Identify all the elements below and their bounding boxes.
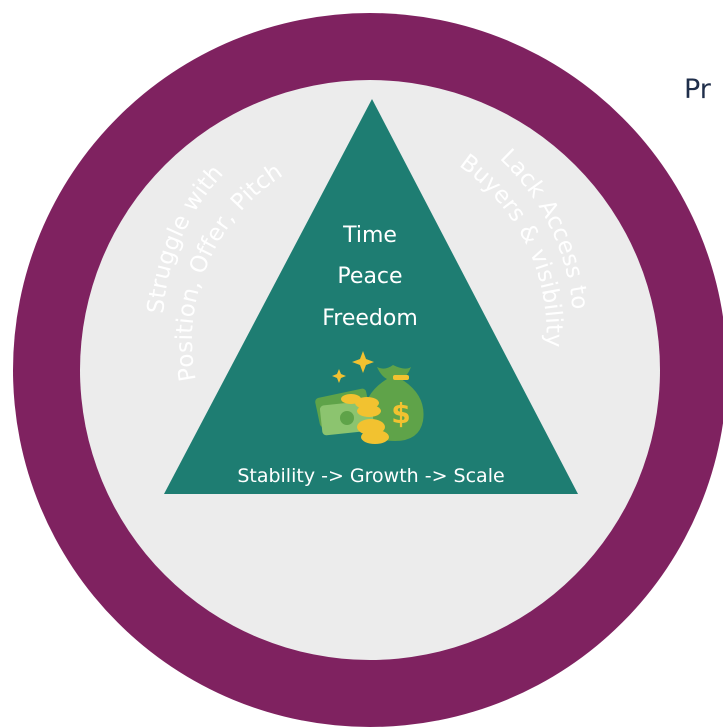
center-text-time: Time: [342, 223, 397, 248]
base-label: Stability -> Growth -> Scale: [237, 465, 504, 487]
center-text-peace: Peace: [337, 264, 402, 289]
core-triangle: [164, 99, 578, 494]
clipped-heading: Pr: [684, 74, 711, 105]
money-bag-icon: $: [315, 351, 424, 444]
svg-text:$: $: [391, 397, 410, 430]
center-text-freedom: Freedom: [322, 306, 418, 331]
